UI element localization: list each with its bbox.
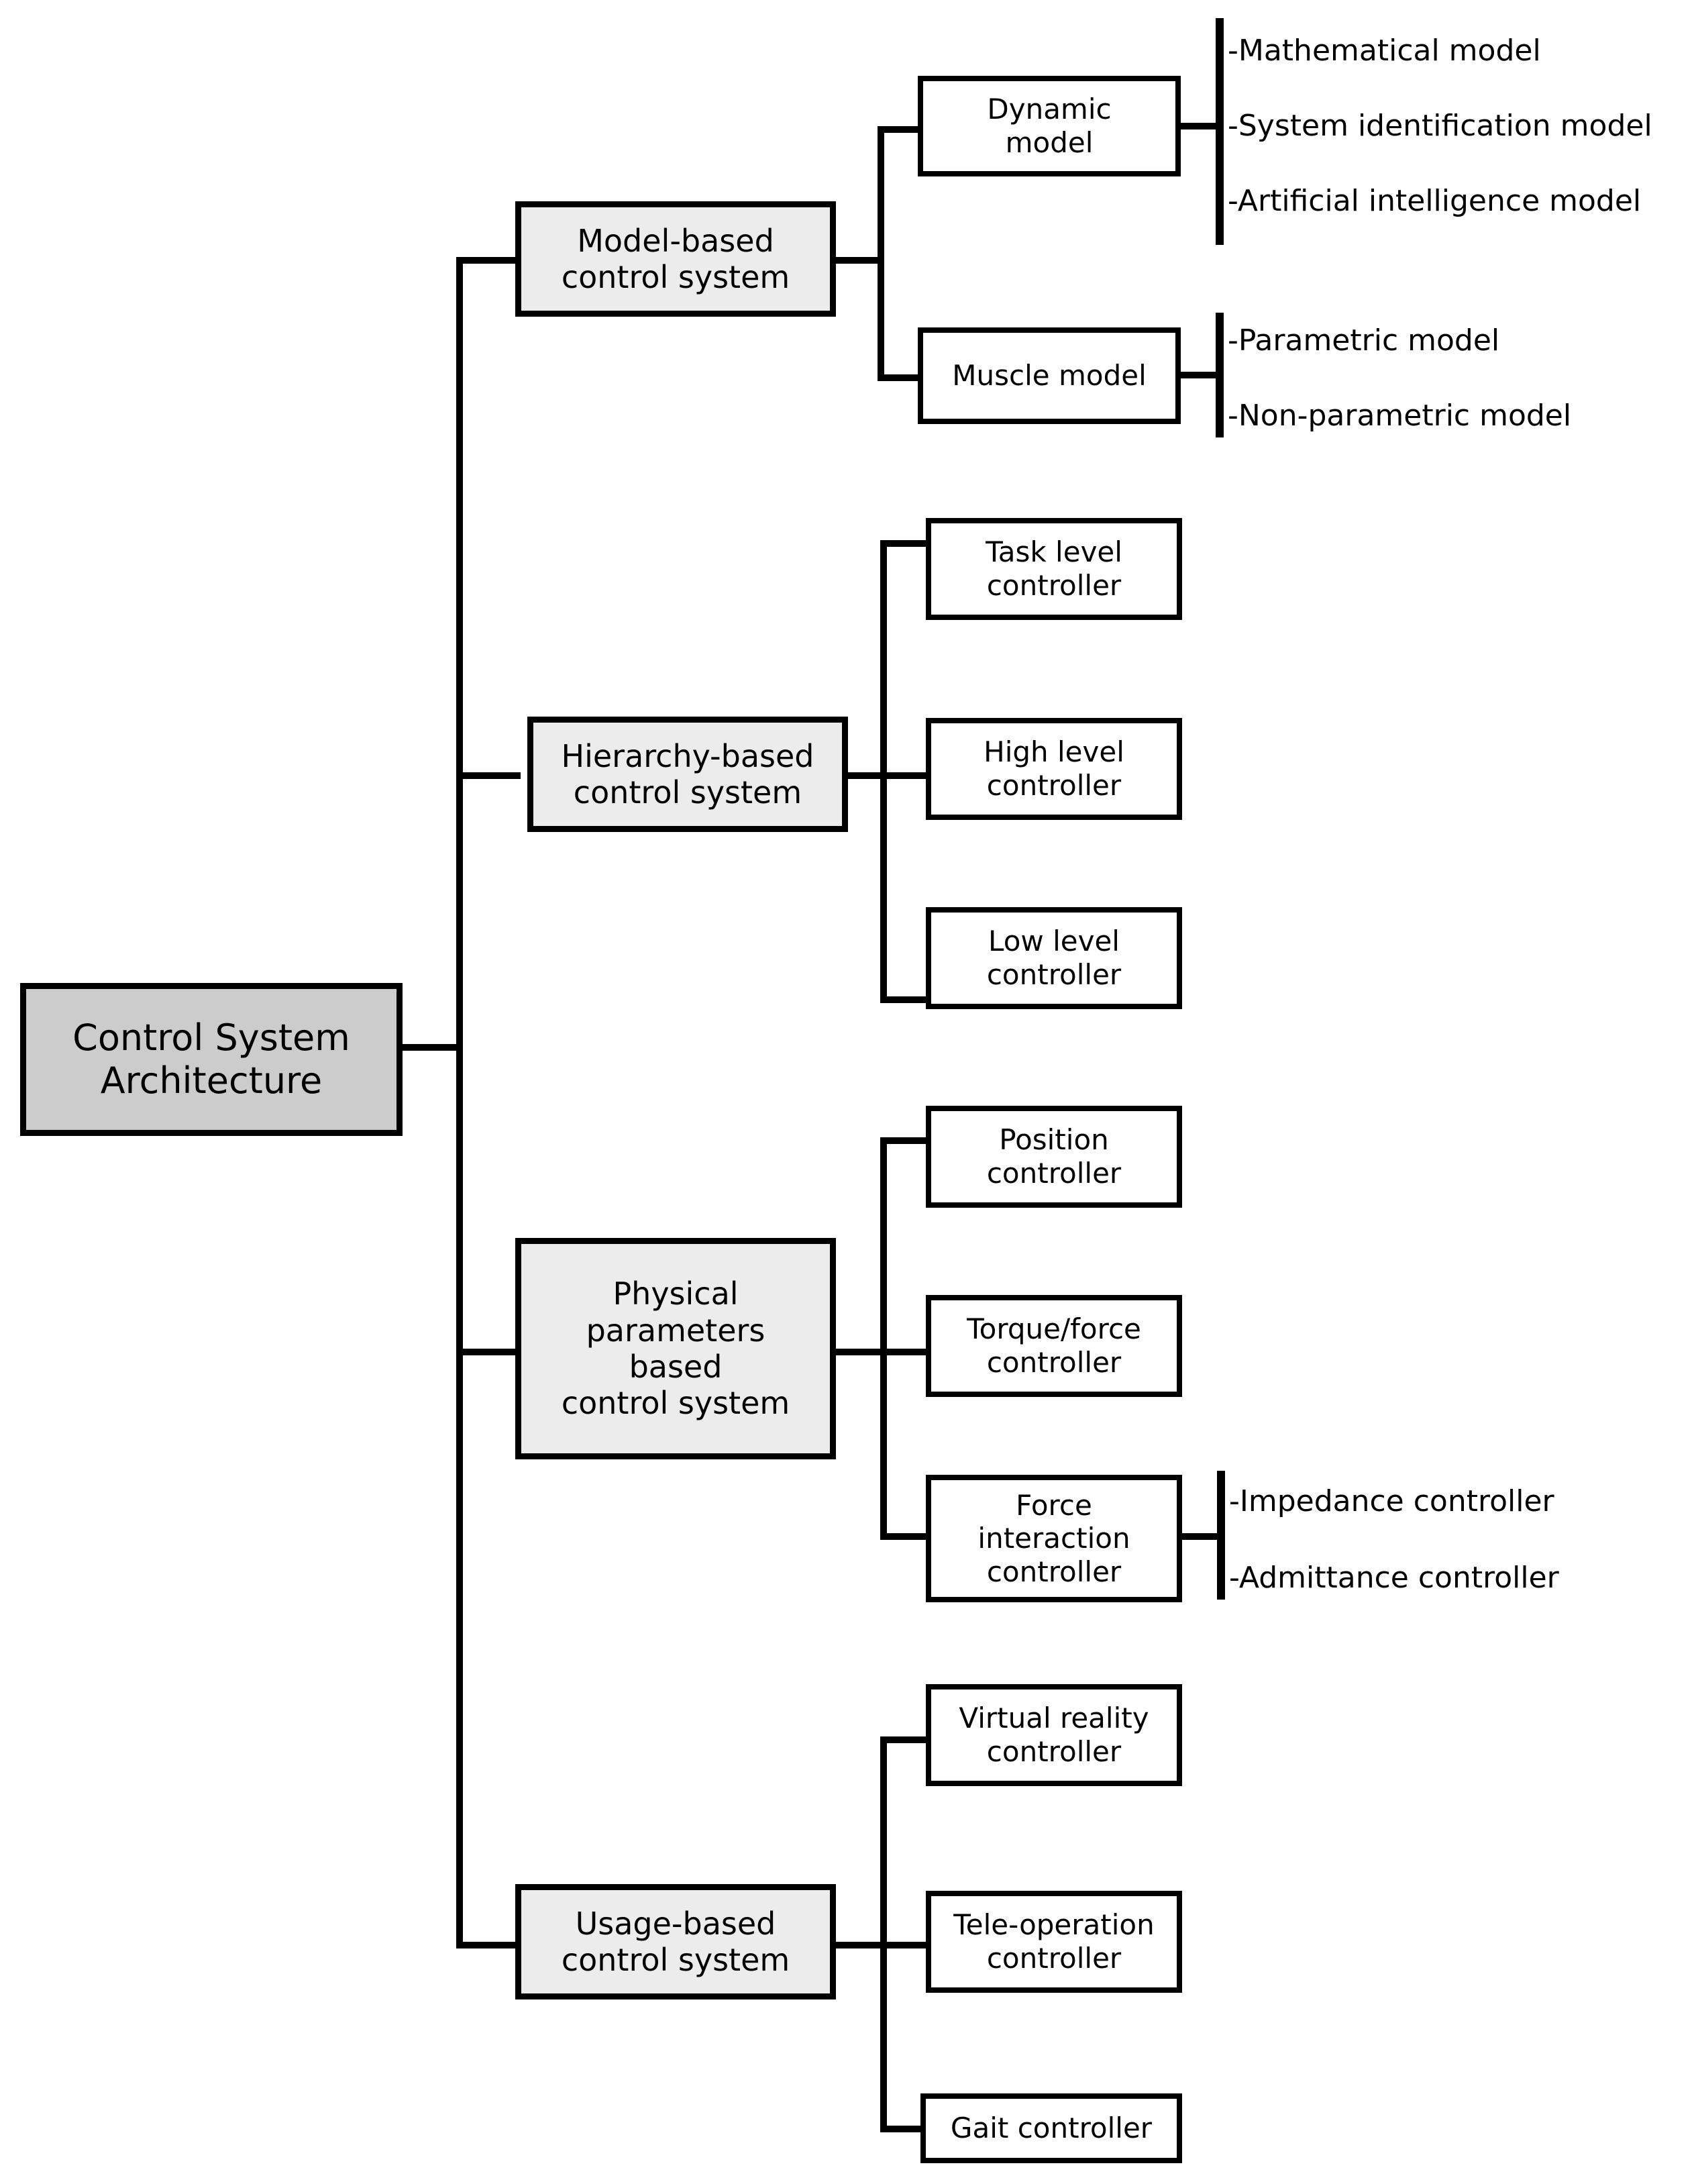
connector-dynamic-model-to-bracket <box>1181 123 1224 129</box>
connector-physical-parameters-out <box>836 1349 887 1355</box>
node-virtual-reality-controller[interactable]: Virtual reality controller <box>926 1684 1182 1786</box>
leaf-artificial-intelligence-model: -Artificial intelligence model <box>1228 184 1642 218</box>
connector-to-torque-force-controller <box>880 1349 931 1355</box>
leaf-parametric-model: -Parametric model <box>1228 323 1500 358</box>
node-torque-force-controller[interactable]: Torque/force controller <box>926 1295 1182 1397</box>
leaf-admittance-controller: -Admittance controller <box>1229 1561 1559 1595</box>
node-high-level-controller[interactable]: High level controller <box>926 718 1182 820</box>
connector-to-virtual-reality-controller <box>880 1736 931 1743</box>
connector-trunk-to-usage-based <box>456 1942 521 1948</box>
connector-trunk-to-model-based <box>456 257 521 264</box>
node-force-interaction-controller[interactable]: Force interaction controller <box>926 1475 1182 1602</box>
connector-main-trunk <box>456 257 463 1945</box>
leaf-system-identification-model: -System identification model <box>1228 109 1652 143</box>
node-physical-parameters-control-system[interactable]: Physical parameters based control system <box>515 1238 836 1459</box>
node-low-level-controller[interactable]: Low level controller <box>926 907 1182 1009</box>
connector-muscle-model-to-bracket <box>1181 372 1224 378</box>
connector-trunk-to-physical-parameters <box>456 1349 521 1355</box>
connector-to-tele-operation-controller <box>880 1942 931 1948</box>
connector-usage-based-out <box>836 1942 887 1948</box>
node-gait-controller[interactable]: Gait controller <box>920 2093 1182 2163</box>
connector-model-based-out <box>836 257 884 264</box>
node-control-system-architecture[interactable]: Control System Architecture <box>20 983 403 1136</box>
connector-to-gait-controller <box>880 2126 931 2132</box>
connector-root-to-trunk <box>403 1044 463 1051</box>
bracket-force-interaction-leaves <box>1217 1471 1225 1600</box>
bracket-dynamic-model-leaves <box>1216 18 1224 245</box>
bracket-muscle-model-leaves <box>1216 313 1224 437</box>
connector-physical-parameters-spine <box>880 1137 887 1540</box>
node-muscle-model[interactable]: Muscle model <box>918 327 1181 424</box>
connector-model-based-spine <box>878 126 884 381</box>
node-tele-operation-controller[interactable]: Tele-operation controller <box>926 1891 1182 1993</box>
connector-hierarchy-based-spine <box>880 540 887 1003</box>
node-hierarchy-based-control-system[interactable]: Hierarchy-based control system <box>527 717 848 832</box>
connector-to-high-level-controller <box>880 772 931 779</box>
connector-to-low-level-controller <box>880 996 931 1003</box>
node-model-based-control-system[interactable]: Model-based control system <box>515 201 836 317</box>
connector-to-muscle-model <box>878 374 926 381</box>
node-task-level-controller[interactable]: Task level controller <box>926 518 1182 620</box>
node-usage-based-control-system[interactable]: Usage-based control system <box>515 1884 836 1999</box>
leaf-non-parametric-model: -Non-parametric model <box>1228 399 1572 433</box>
connector-trunk-to-hierarchy-based <box>456 772 521 779</box>
leaf-impedance-controller: -Impedance controller <box>1229 1484 1554 1518</box>
node-dynamic-model[interactable]: Dynamic model <box>918 76 1181 176</box>
connector-to-position-controller <box>880 1137 931 1144</box>
leaf-mathematical-model: -Mathematical model <box>1228 34 1541 68</box>
connector-force-interaction-to-bracket <box>1182 1533 1225 1540</box>
connector-to-force-interaction-controller <box>880 1533 931 1540</box>
connector-usage-based-spine <box>880 1736 887 2132</box>
connector-to-task-level-controller <box>880 540 931 547</box>
connector-to-dynamic-model <box>878 126 926 133</box>
connector-hierarchy-based-out <box>848 772 888 779</box>
node-position-controller[interactable]: Position controller <box>926 1106 1182 1208</box>
